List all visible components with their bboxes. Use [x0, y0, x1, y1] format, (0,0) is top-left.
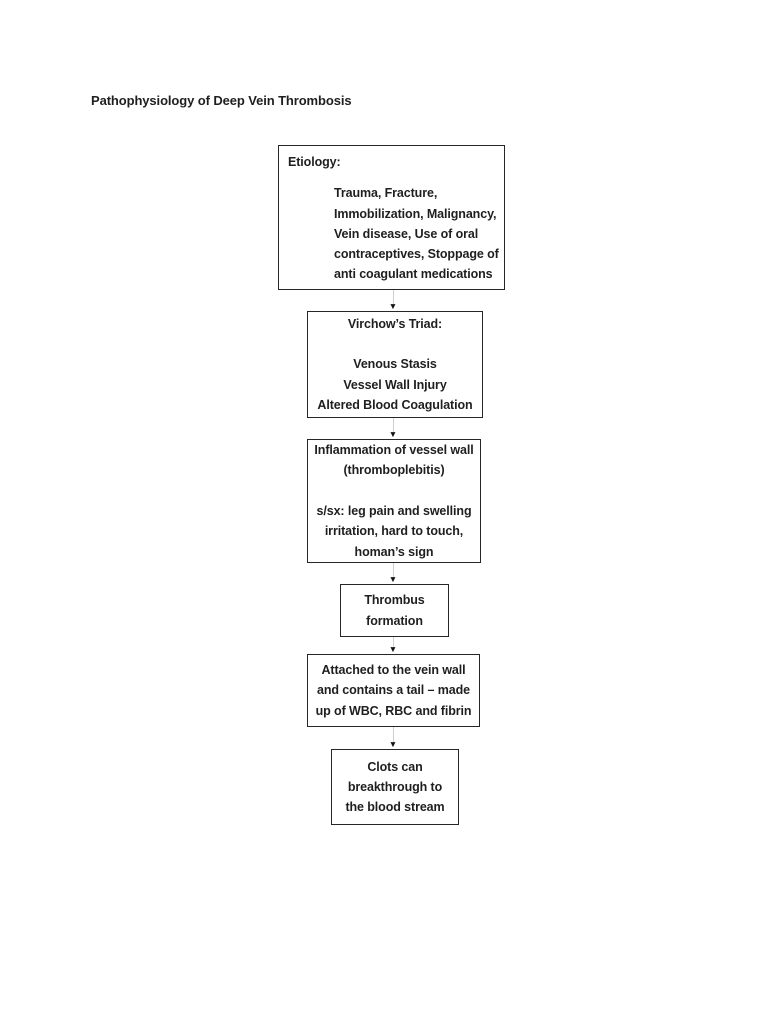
box-line: breakthrough to: [347, 779, 443, 794]
connector-line: [392, 727, 394, 742]
box-line: Attached to the vein wall: [321, 663, 466, 678]
connector-line: [392, 637, 394, 647]
box-line: anti coagulant medications: [334, 267, 493, 282]
page-title: Pathophysiology of Deep Vein Thrombosis: [91, 93, 352, 108]
arrow-down-icon: ▼: [388, 644, 398, 654]
flowchart-box-inflammation: Inflammation of vessel wall (thrombopleb…: [307, 439, 481, 563]
flowchart-box-thrombus-formation: Thrombus formation: [340, 584, 449, 637]
box-line: Inflammation of vessel wall: [314, 443, 474, 458]
flow-arrow-connector: ▼: [388, 290, 398, 310]
box-line: Vein disease, Use of oral: [334, 226, 479, 241]
flowchart-box-virchows-triad: Virchow’s Triad: Venous Stasis Vessel Wa…: [307, 311, 483, 418]
arrow-down-icon: ▼: [388, 301, 398, 311]
flow-arrow-connector: ▼: [388, 727, 398, 748]
connector-line: [392, 418, 394, 432]
flow-arrow-connector: ▼: [388, 637, 398, 653]
box-line: s/sx: leg pain and swelling: [316, 504, 472, 518]
connector-line: [392, 563, 394, 577]
box-line: (thromboplebitis): [343, 463, 445, 478]
flow-arrow-connector: ▼: [388, 563, 398, 583]
box-line: Altered Blood Coagulation: [317, 397, 473, 412]
flowchart-box-etiology: Etiology: Trauma, Fracture, Immobilizati…: [278, 145, 505, 290]
box-line: homan’s sign: [354, 544, 434, 559]
box-line: Vessel Wall Injury: [343, 377, 447, 392]
box-line: contraceptives, Stoppage of: [334, 247, 499, 262]
box-heading: Virchow’s Triad:: [347, 316, 443, 331]
arrow-down-icon: ▼: [388, 574, 398, 584]
connector-line: [392, 290, 394, 304]
box-line: formation: [366, 613, 423, 628]
flowchart-box-clots-breakthrough: Clots can breakthrough to the blood stre…: [331, 749, 459, 825]
box-line: Venous Stasis: [353, 357, 437, 372]
box-line: and contains a tail – made: [316, 683, 470, 698]
arrow-down-icon: ▼: [388, 739, 398, 749]
arrow-down-icon: ▼: [388, 429, 398, 439]
etiology-list: Trauma, Fracture, Immobilization, Malign…: [334, 183, 499, 284]
flowchart-box-attached-tail: Attached to the vein wall and contains a…: [307, 654, 480, 727]
box-heading: Etiology:: [288, 155, 341, 169]
box-line: Immobilization, Malignancy,: [334, 206, 497, 221]
box-line: Clots can: [367, 759, 423, 774]
box-line: up of WBC, RBC and fibrin: [315, 703, 472, 718]
box-line: the blood stream: [345, 800, 445, 815]
box-line: Thrombus: [364, 593, 425, 608]
box-line: irritation, hard to touch,: [324, 524, 464, 539]
box-line: Trauma, Fracture,: [334, 186, 438, 201]
flow-arrow-connector: ▼: [388, 418, 398, 438]
